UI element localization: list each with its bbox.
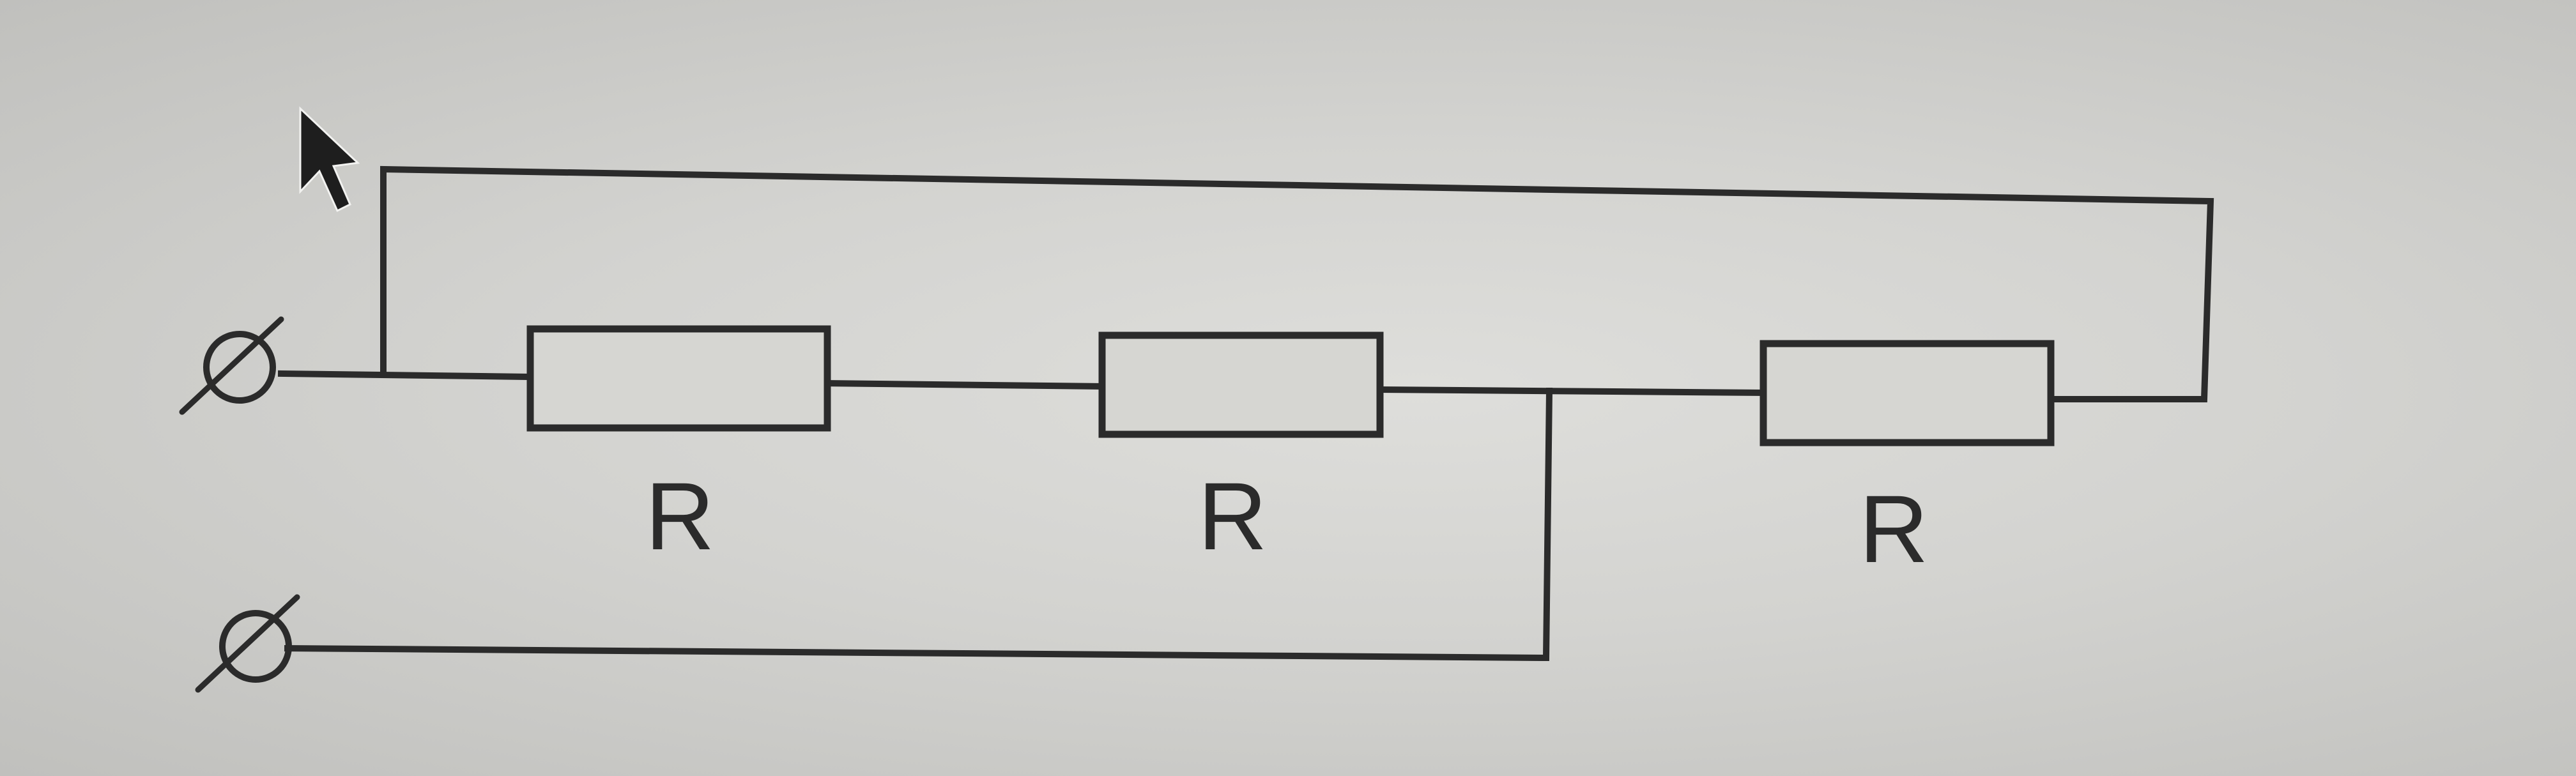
main-line-wire-1 [277,370,534,381]
resistor-3 [1759,340,2055,446]
resistor-1-label: R [645,462,714,570]
terminal-upper-icon [179,316,284,415]
bottom-return-wire [284,387,1553,662]
top-return-wire [380,165,2214,402]
mouse-cursor-icon [299,106,360,213]
resistor-2-label: R [1198,462,1267,570]
terminal-lower-icon [195,594,300,693]
resistor-1 [526,325,831,432]
resistor-3-label: R [1859,475,1928,582]
main-line-wire-3 [1376,386,1767,397]
resistor-2 [1098,331,1384,438]
main-line-wire-2 [820,379,1106,390]
